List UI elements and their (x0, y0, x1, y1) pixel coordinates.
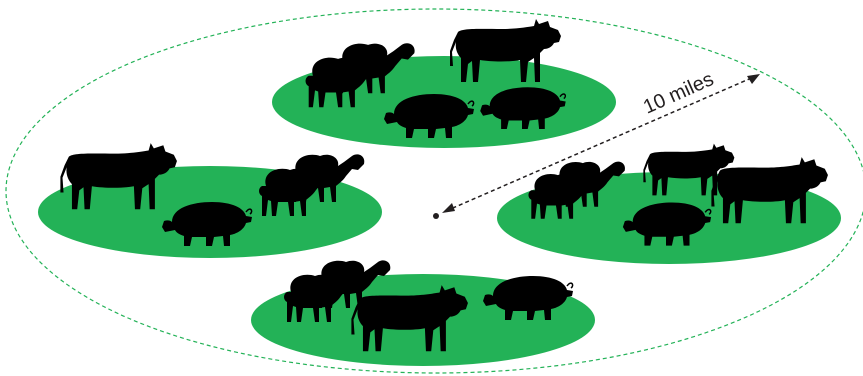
arrowhead-center-icon (442, 203, 455, 213)
arrowhead-outer-icon (747, 74, 760, 84)
center-point (433, 213, 439, 219)
radius-label: 10 miles (640, 68, 717, 118)
